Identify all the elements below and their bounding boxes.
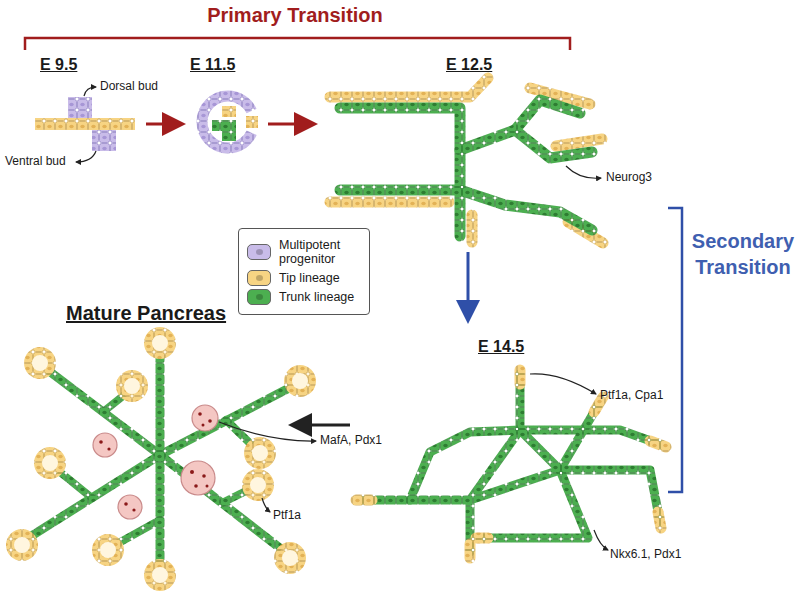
stage-arrow	[146, 123, 180, 126]
callout-label: Ventral bud	[5, 155, 66, 169]
islets	[93, 405, 218, 519]
leader-line	[530, 374, 596, 394]
leader-line	[594, 530, 608, 550]
trunk-duct	[480, 470, 588, 538]
legend-swatch	[247, 289, 271, 305]
acinus	[38, 451, 62, 475]
acinus	[288, 369, 312, 393]
mature-ducts	[25, 352, 295, 565]
islet	[118, 495, 142, 519]
tip-layer	[330, 197, 449, 208]
leader-line	[84, 87, 96, 96]
trunk-layer	[460, 130, 592, 158]
e11-5-epithelium	[202, 96, 258, 148]
stage-label: E 14.5	[478, 338, 524, 356]
tip-layer	[467, 215, 478, 242]
legend-text: Multipotent progenitor	[279, 238, 359, 267]
acinus	[278, 546, 302, 570]
legend-text: Trunk lineage	[279, 290, 359, 304]
trunk-cells	[222, 131, 236, 141]
tip-cells	[476, 533, 488, 544]
trunk-cells	[212, 120, 236, 131]
trunk-layer	[340, 185, 460, 196]
cell-nucleus	[256, 294, 263, 300]
tip-layer	[556, 139, 602, 146]
islet	[192, 405, 218, 431]
duct	[115, 520, 160, 545]
leader-line	[76, 151, 96, 162]
primary-bracket	[25, 38, 570, 50]
stage-label: E 9.5	[40, 56, 77, 74]
acinar-clusters	[10, 331, 312, 587]
e14-5-network	[356, 370, 666, 558]
duct	[156, 352, 165, 565]
stage-label: E 12.5	[446, 56, 492, 74]
acinus	[96, 538, 120, 562]
e9-5-bud	[35, 97, 135, 151]
acinus	[10, 533, 34, 557]
tip-cells	[650, 441, 666, 447]
callout-label: Dorsal bud	[100, 80, 158, 94]
acinus	[246, 473, 270, 497]
trunk-duct	[520, 430, 662, 445]
cell-nucleus	[256, 249, 263, 255]
legend-row: Tip lineage	[247, 270, 361, 286]
stage-arrow	[268, 123, 312, 126]
leader-line	[219, 422, 316, 441]
acinus	[148, 331, 172, 355]
islet-nuclei	[99, 412, 212, 511]
legend-text: Tip lineage	[279, 271, 359, 285]
stage-label: Mature Pancreas	[66, 302, 226, 325]
ventral-bud-cells	[92, 130, 116, 151]
bracket-label: Primary Transition	[205, 4, 385, 27]
gut-tube	[35, 118, 135, 130]
acinus	[148, 563, 172, 587]
marker-label: Ptf1a, Cpa1	[600, 389, 663, 403]
tip-cells	[465, 544, 476, 558]
acinus	[120, 374, 144, 398]
marker-label: Neurog3	[606, 171, 652, 185]
tip-cells	[222, 106, 236, 117]
legend-row: Trunk lineage	[247, 289, 361, 305]
tip-cells	[246, 116, 258, 128]
cell-nucleus	[256, 275, 263, 281]
tip-cells	[515, 370, 526, 384]
stage-arrow	[467, 252, 470, 318]
acinus	[248, 441, 272, 465]
acinus	[28, 351, 52, 375]
stage-arrow	[294, 424, 350, 427]
leader-line	[566, 166, 601, 178]
tip-cells	[658, 512, 661, 528]
legend-swatch	[247, 270, 271, 286]
marker-label: Ptf1a	[273, 509, 301, 523]
legend-box: Multipotent progenitorTip lineageTrunk l…	[238, 228, 370, 315]
marker-label: MafA, Pdx1	[320, 434, 382, 448]
trunk-layer	[515, 100, 580, 130]
dorsal-bud-cells	[68, 97, 92, 118]
leader-line	[262, 498, 270, 512]
e12-5-epithelium	[330, 78, 603, 243]
trunk-layer	[460, 190, 592, 230]
islet	[93, 433, 117, 457]
trunk-layer	[340, 108, 460, 236]
duct	[45, 368, 285, 552]
stage-label: E 11.5	[190, 56, 235, 74]
tip-cells	[356, 495, 372, 506]
legend-row: Multipotent progenitor	[247, 238, 361, 267]
marker-label: Nkx6.1, Pdx1	[610, 548, 681, 562]
islet	[181, 461, 215, 495]
bracket-label: Secondary Transition	[691, 228, 795, 280]
trunk-duct	[410, 430, 520, 500]
legend-swatch	[247, 244, 271, 260]
tip-layer	[330, 78, 488, 97]
